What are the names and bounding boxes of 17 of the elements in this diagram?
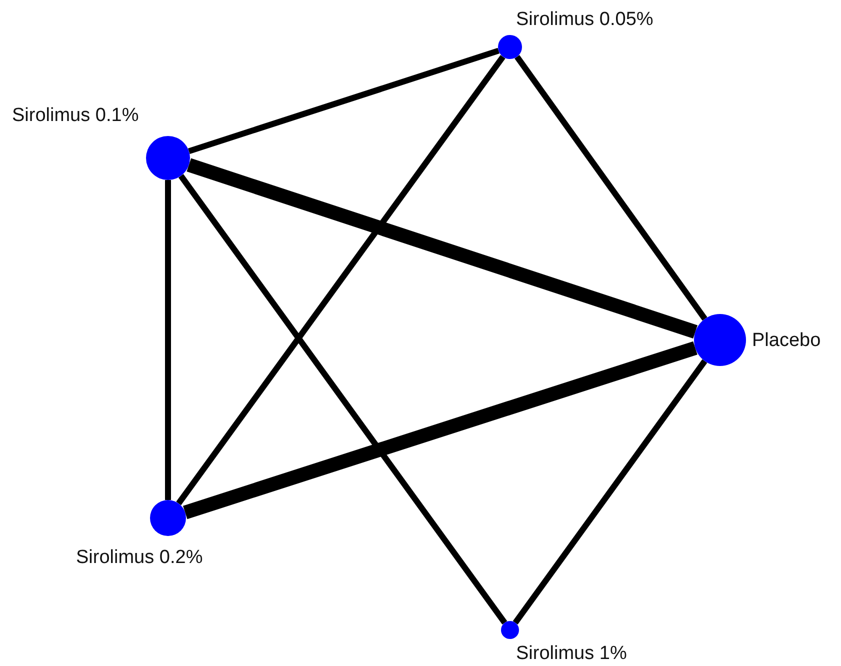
node-label: Sirolimus 0.05%: [516, 10, 654, 29]
treatment-node: [501, 621, 519, 639]
network-edge: [182, 341, 698, 520]
network-edge: [176, 54, 506, 506]
network-edge: [514, 55, 708, 321]
node-label: Sirolimus 0.2%: [76, 548, 203, 567]
treatment-node: [146, 136, 190, 180]
node-label: Placebo: [752, 331, 821, 350]
node-label: Sirolimus 0.1%: [12, 106, 139, 125]
network-edge: [512, 359, 708, 624]
node-label: Sirolimus 1%: [516, 644, 627, 663]
network-edge: [188, 48, 500, 154]
treatment-node: [150, 500, 186, 536]
network-edge: [178, 174, 508, 624]
network-edge: [186, 158, 698, 338]
treatment-node: [694, 314, 746, 366]
treatment-node: [498, 35, 522, 59]
